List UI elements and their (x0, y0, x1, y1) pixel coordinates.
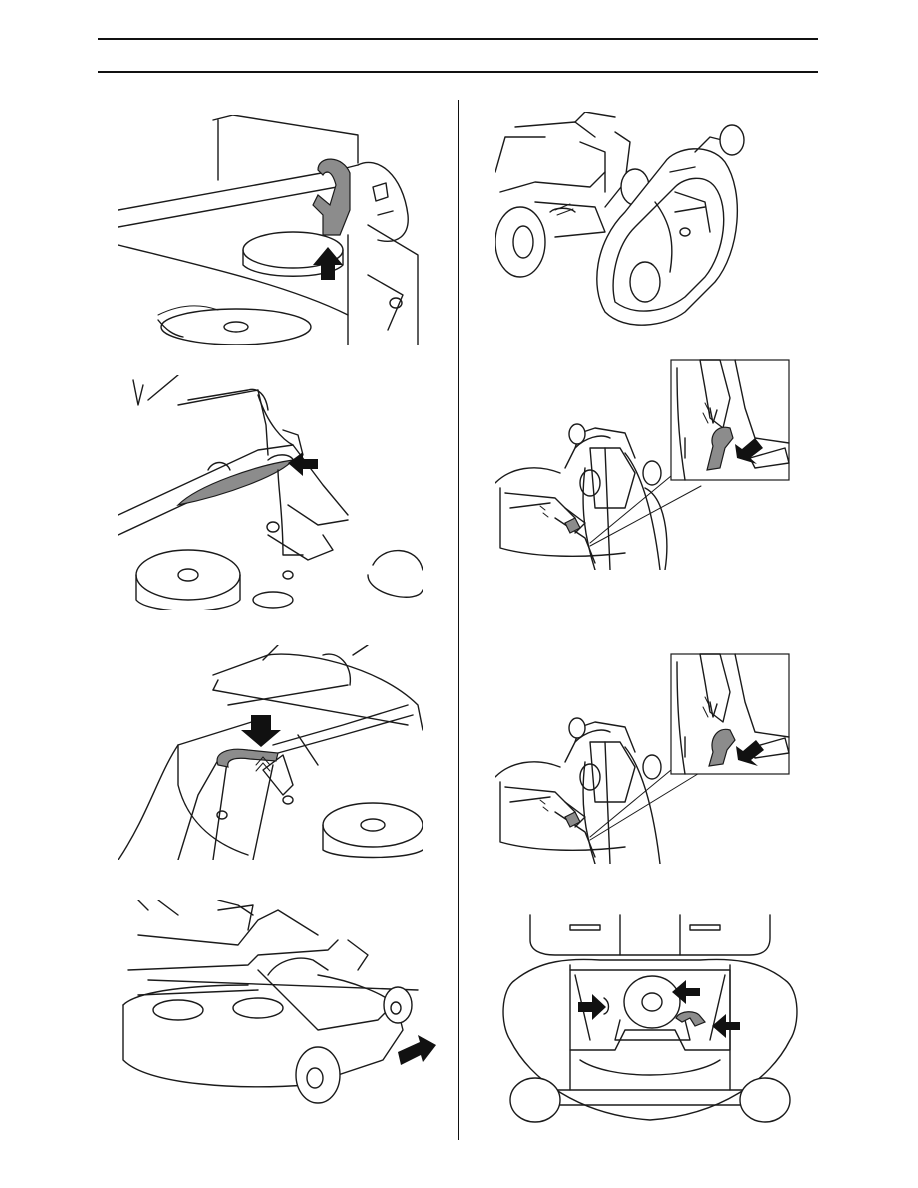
figure-top-view-belt-pins (500, 910, 800, 1125)
figure-lift-hook (118, 115, 423, 345)
column-divider (458, 100, 459, 1140)
header-rule-top (98, 38, 818, 40)
figure-hook-down-press (118, 645, 423, 860)
figure-side-latch-inset (495, 358, 795, 570)
figure-pull-cutting-unit (118, 900, 448, 1110)
header-rule-bottom (98, 71, 818, 73)
figure-cutting-unit-raised-front (495, 112, 770, 327)
figure-side-latch-inset-2 (495, 652, 795, 864)
figure-release-strap (118, 375, 423, 610)
